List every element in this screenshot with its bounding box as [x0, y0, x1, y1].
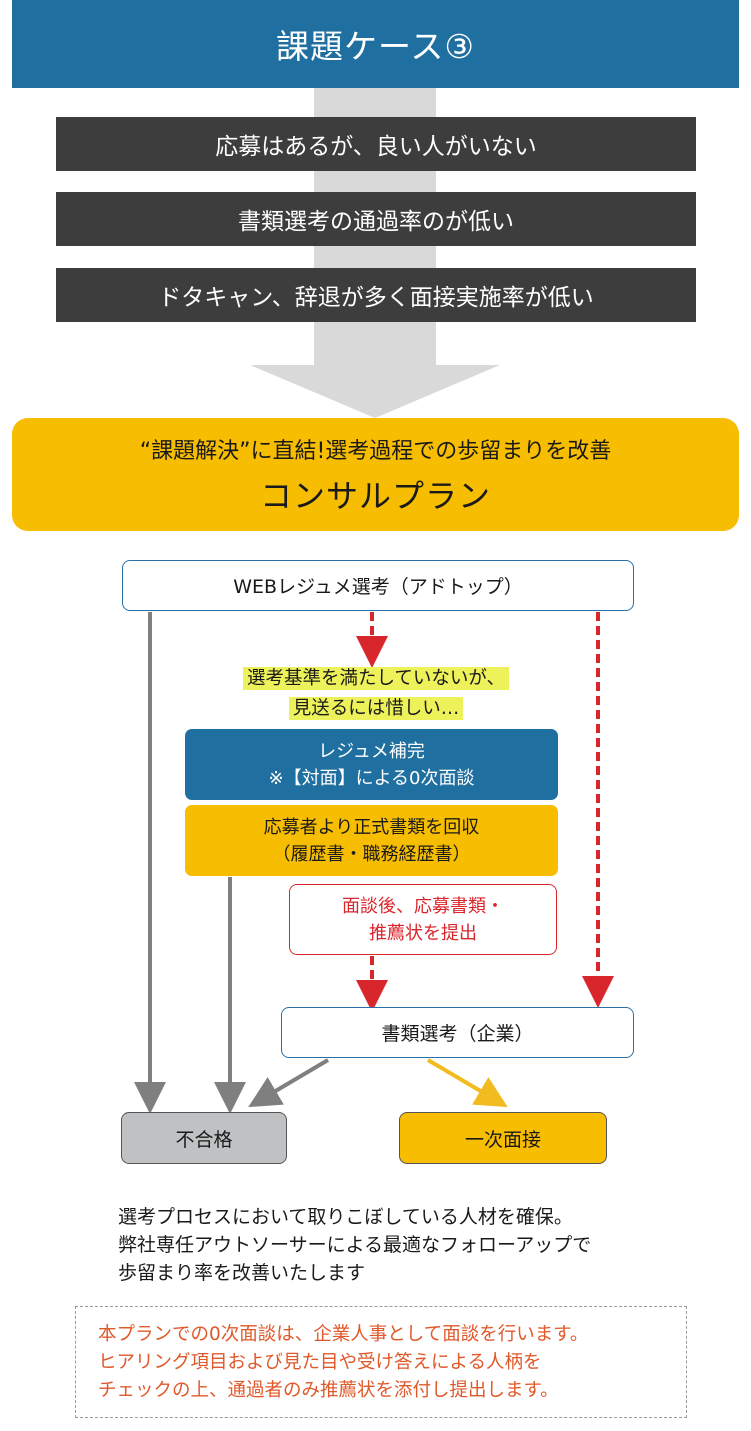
collect-title: 応募者より正式書類を回収 [263, 816, 480, 838]
issue-item: 書類選考の通過率のが低い [56, 192, 696, 246]
down-arrow-shape [250, 88, 500, 418]
issue-item: 応募はあるが、良い人がいない [56, 117, 696, 171]
submit-line: 推薦状を提出 [369, 922, 477, 944]
note-line: 見送るには惜しい… [288, 697, 464, 720]
footer-note-box: 本プランでの0次面談は、企業人事として面談を行います。 ヒアリング項目および見た… [75, 1306, 687, 1418]
note-line: 選考基準を満たしていないが、 [242, 667, 510, 690]
submit-line: 面談後、応募書類・ [342, 895, 504, 917]
fail-result-box: 不合格 [121, 1112, 287, 1164]
submit-recommendation-box: 面談後、応募書類・ 推薦状を提出 [289, 884, 557, 955]
resume-detail: ※【対面】による0次面談 [268, 767, 475, 789]
collect-documents-box: 応募者より正式書類を回収 （履歴書・職務経歴書） [185, 805, 558, 876]
resume-title: レジュメ補完 [318, 740, 425, 762]
case-title: 課題ケース③ [12, 0, 739, 88]
document-screening-box: 書類選考（企業） [281, 1007, 634, 1058]
summary-line: 選考プロセスにおいて取りこぼしている人材を確保。 [118, 1206, 573, 1228]
resume-supplement-box: レジュメ補完 ※【対面】による0次面談 [185, 729, 558, 800]
web-screening-box: WEBレジュメ選考（アドトップ） [122, 560, 634, 611]
plan-banner: “課題解決”に直結!選考過程での歩留まりを改善 コンサルプラン [12, 418, 739, 531]
collect-detail: （履歴書・職務経歴書） [272, 843, 471, 865]
footer-note-line: 本プランでの0次面談は、企業人事として面談を行います。 [98, 1324, 589, 1345]
first-interview-box: 一次面接 [399, 1112, 607, 1164]
summary-line: 歩留まり率を改善いたします [118, 1262, 366, 1284]
footer-note-line: チェックの上、通過者のみ推薦状を添付し提出します。 [98, 1380, 559, 1401]
footer-note-line: ヒアリング項目および見た目や受け答えによる人柄を [98, 1352, 542, 1373]
plan-subtitle: “課題解決”に直結!選考過程での歩留まりを改善 [139, 438, 612, 464]
issue-item: ドタキャン、辞退が多く面接実施率が低い [56, 268, 696, 322]
arrow-doc-to-pass [426, 1058, 508, 1108]
plan-name: コンサルプラン [259, 476, 491, 515]
summary-line: 弊社専任アウトソーサーによる最適なフォローアップで [118, 1234, 592, 1256]
borderline-note: 選考基準を満たしていないが、 見送るには惜しい… [186, 664, 566, 724]
summary-text: 選考プロセスにおいて取りこぼしている人材を確保。 弊社専任アウトソーサーによる最… [118, 1203, 718, 1287]
arrow-doc-to-fail [248, 1058, 330, 1108]
